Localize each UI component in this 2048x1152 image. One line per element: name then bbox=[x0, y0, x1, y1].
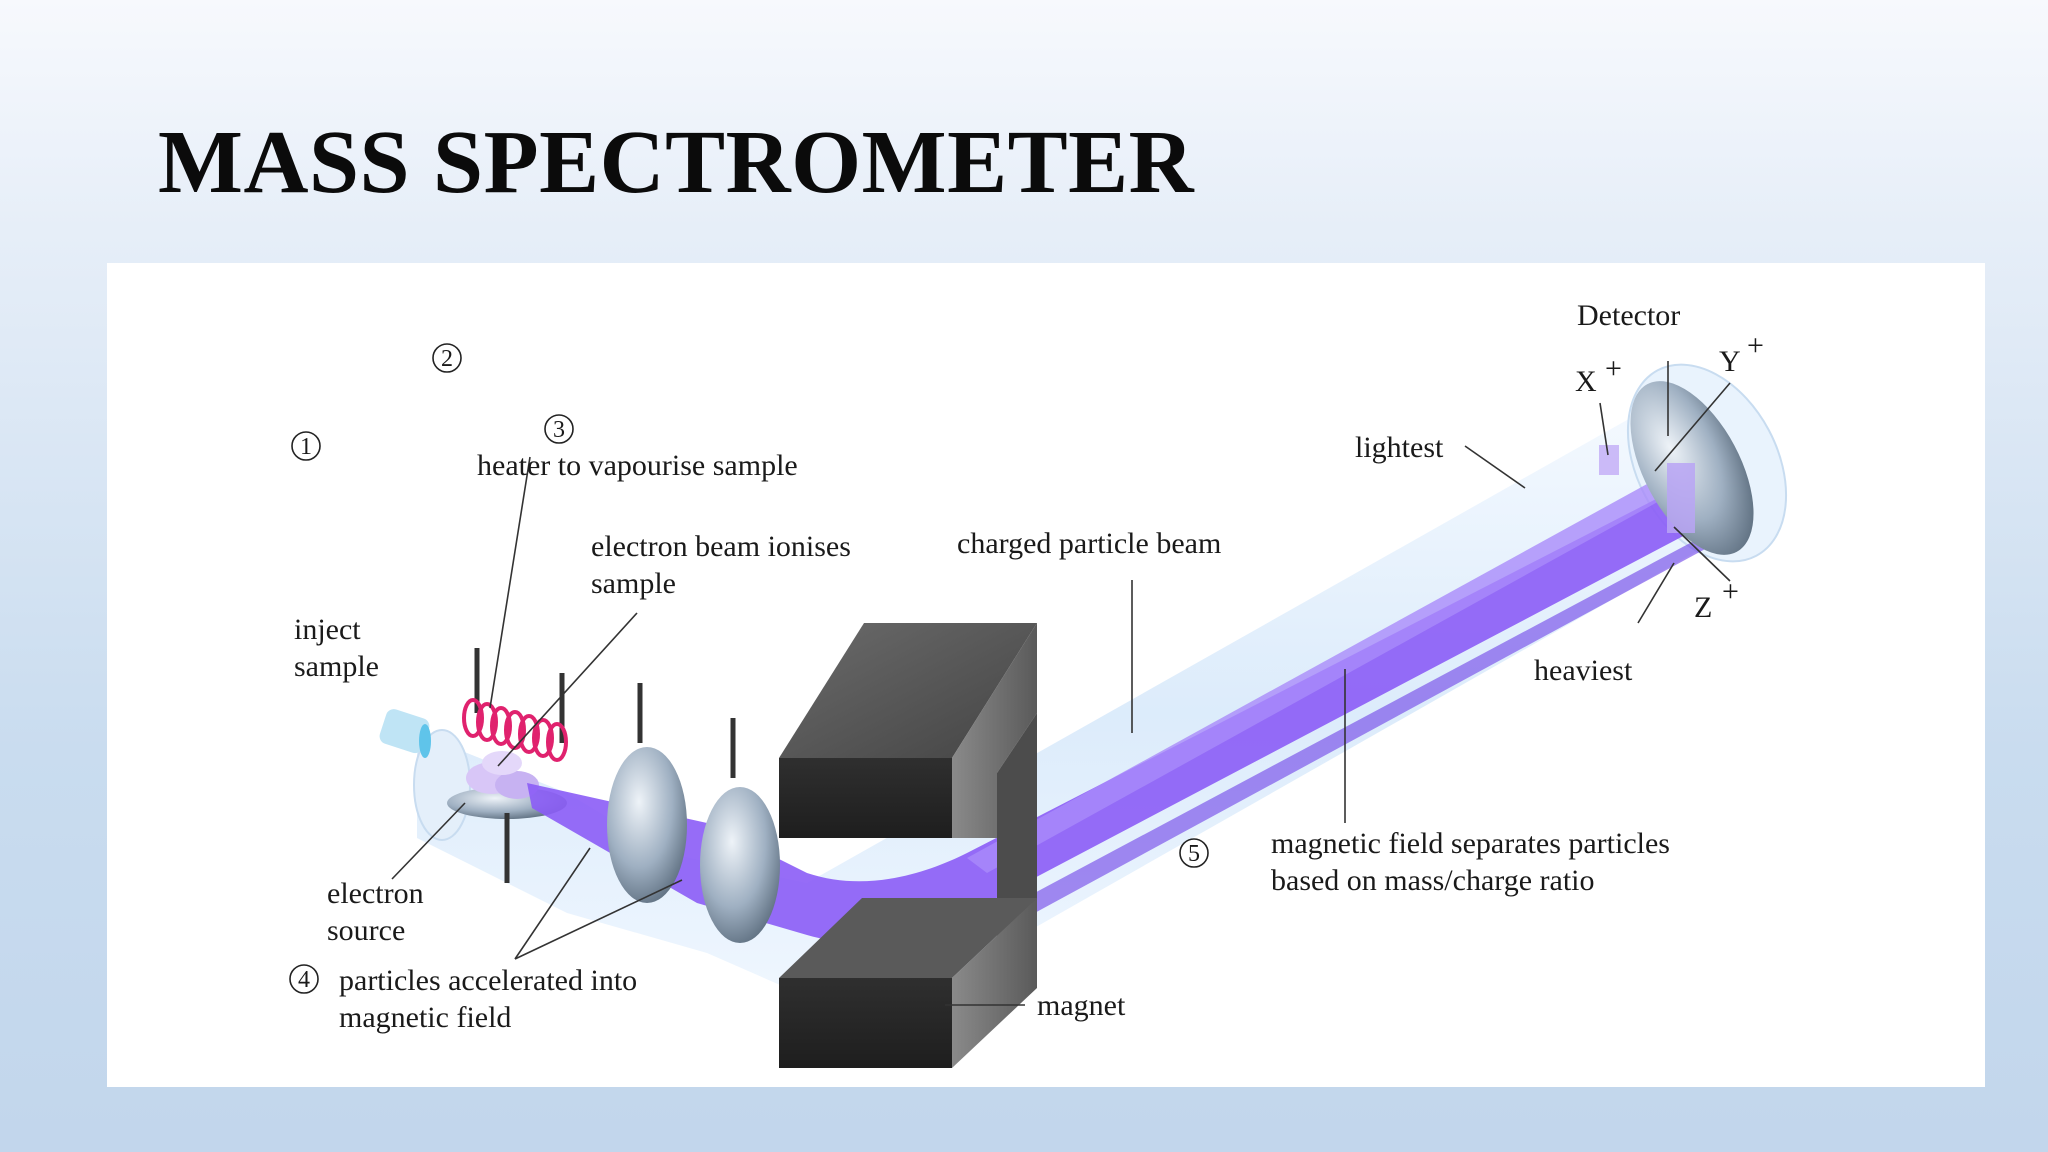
step-2-circle bbox=[432, 343, 462, 373]
label-accelerated: particles accelerated into bbox=[339, 964, 637, 997]
label-electron-beam-sample: sample bbox=[591, 567, 676, 600]
label-electron: electron bbox=[327, 877, 424, 910]
label-lightest: lightest bbox=[1355, 431, 1444, 464]
label-x-charge: + bbox=[1605, 352, 1622, 385]
detector bbox=[1599, 381, 1754, 555]
label-separates-ratio: based on mass/charge ratio bbox=[1271, 864, 1595, 897]
magnet bbox=[779, 623, 1037, 1068]
particle-beam bbox=[527, 473, 1737, 942]
label-detector: Detector bbox=[1577, 299, 1680, 332]
step-4-circle bbox=[289, 964, 319, 994]
label-inject: inject bbox=[294, 613, 361, 646]
step-5-circle bbox=[1179, 838, 1209, 868]
label-inject-sample: sample bbox=[294, 650, 379, 683]
label-z-charge: + bbox=[1722, 575, 1739, 608]
label-electron-beam: electron beam ionises bbox=[591, 530, 851, 563]
step-1-circle bbox=[291, 431, 321, 461]
label-y-charge: + bbox=[1747, 329, 1764, 362]
label-magnet: magnet bbox=[1037, 989, 1126, 1022]
step-3-number: 3 bbox=[553, 417, 565, 443]
page-title: MASS SPECTROMETER bbox=[158, 113, 1195, 212]
accelerating-plate bbox=[700, 718, 780, 943]
leader-lines bbox=[391, 361, 1731, 1006]
label-charged-beam: charged particle beam bbox=[957, 527, 1221, 560]
accelerating-plate bbox=[607, 683, 687, 903]
label-heaviest: heaviest bbox=[1534, 654, 1633, 687]
label-accelerated-field: magnetic field bbox=[339, 1001, 511, 1034]
step-5-number: 5 bbox=[1188, 841, 1200, 867]
label-z-ion: Z bbox=[1694, 591, 1712, 624]
step-3-circle bbox=[544, 414, 574, 444]
step-2-number: 2 bbox=[441, 346, 453, 372]
sample-cloud bbox=[466, 751, 539, 799]
diagram-panel: 1 2 3 4 5 inject sample heater to vapour… bbox=[107, 263, 1985, 1087]
label-heater: heater to vapourise sample bbox=[477, 449, 798, 482]
mass-spectrometer-diagram: 1 2 3 4 5 inject sample heater to vapour… bbox=[289, 299, 1788, 1068]
injection-nozzle bbox=[379, 709, 431, 758]
label-electron-source: source bbox=[327, 914, 405, 947]
label-x-ion: X bbox=[1575, 365, 1597, 398]
step-4-number: 4 bbox=[298, 967, 310, 993]
label-y-ion: Y bbox=[1719, 345, 1741, 378]
step-1-number: 1 bbox=[300, 434, 312, 460]
label-separates: magnetic field separates particles bbox=[1271, 827, 1670, 860]
